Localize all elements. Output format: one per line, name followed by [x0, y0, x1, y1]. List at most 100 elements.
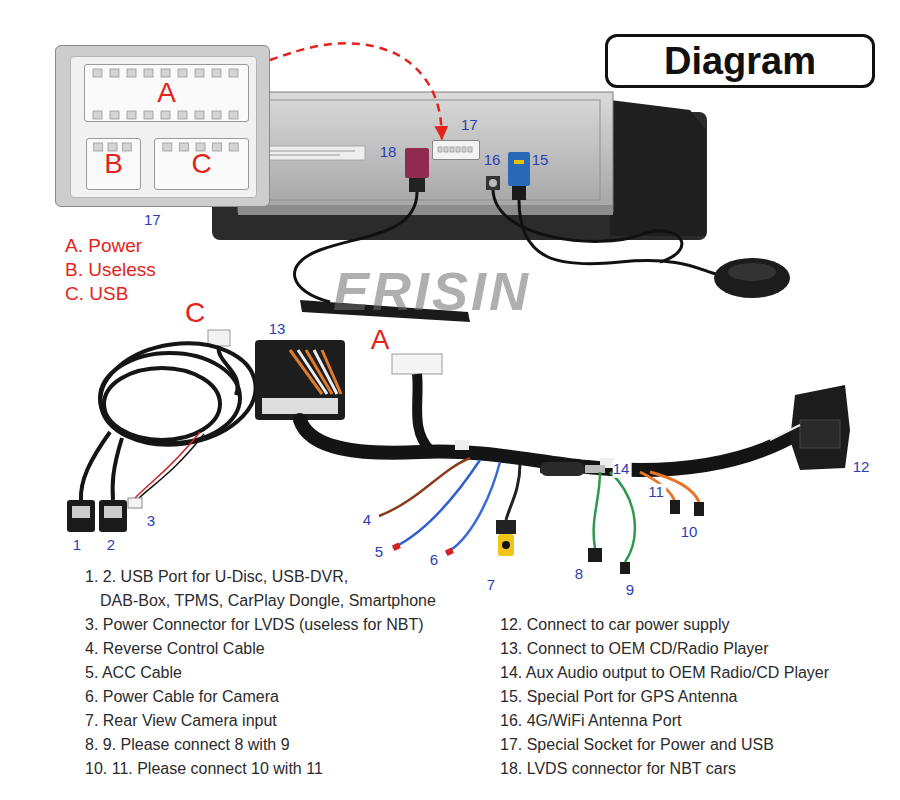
pin [456, 147, 460, 152]
pin [212, 69, 221, 77]
wire [770, 425, 800, 440]
pin [161, 69, 170, 77]
wire [379, 458, 470, 516]
socket-closeup: 17ABC [55, 45, 270, 207]
callout-number: 2 [107, 537, 117, 554]
socket: 17 [432, 140, 480, 160]
callout-number: 1 [73, 537, 83, 554]
part-letter: A [371, 325, 390, 356]
wire [139, 434, 204, 498]
part-letter: C [185, 298, 205, 329]
pin [438, 147, 442, 152]
description: 1. 2. USB Port for U-Disc, USB-DVR, DAB-… [85, 565, 450, 613]
car-connector [790, 385, 850, 470]
wire [610, 472, 635, 562]
callout-number: 9 [626, 582, 636, 599]
pin [127, 111, 136, 119]
callout-number: 17 [144, 212, 161, 229]
wire-tag [455, 440, 469, 450]
gps-plug [512, 186, 526, 200]
wifi-connector [486, 176, 500, 190]
car-connector-face [800, 420, 840, 448]
aux-jack [540, 462, 585, 476]
dashed-arrow [270, 43, 442, 140]
wire [594, 472, 600, 548]
pin [93, 111, 102, 119]
pin [178, 69, 187, 77]
usb-cable [67, 330, 262, 532]
housing-flange [238, 205, 613, 215]
gps-antenna [714, 258, 790, 298]
pin [93, 69, 102, 77]
lvds-power-connector [128, 498, 142, 508]
callout-number: 11 [648, 484, 666, 501]
usb-opening [104, 506, 122, 518]
socket-section: C [154, 138, 249, 190]
wire-connector [694, 502, 704, 516]
pin [161, 111, 170, 119]
pin [468, 147, 472, 152]
wire [135, 432, 200, 498]
pin [144, 69, 153, 77]
pin [229, 69, 238, 77]
gps-latch [514, 160, 524, 164]
usb-port [99, 500, 127, 532]
oem-connector-face [262, 398, 338, 414]
wire [81, 432, 110, 500]
pin [94, 143, 103, 151]
callout-number: 10 [681, 524, 700, 541]
wire [446, 462, 500, 553]
usb-opening [72, 506, 90, 518]
callout-number: 16 [484, 152, 501, 169]
wire-tip [392, 543, 401, 551]
housing-panel [250, 100, 600, 200]
description: 6. Power Cable for Camera [85, 685, 279, 709]
rca-plug [496, 520, 516, 534]
cable [519, 200, 716, 274]
wire [298, 350, 327, 394]
description: 17. Special Socket for Power and USB [500, 733, 774, 757]
gps-antenna-top [728, 263, 776, 281]
power-connector [392, 354, 442, 374]
sticker [255, 146, 365, 160]
socket-section: B [86, 138, 141, 190]
pin-row [433, 141, 477, 161]
wrap-spacer [385, 565, 450, 585]
pin [229, 143, 238, 151]
aux-tip [585, 465, 605, 473]
pin [450, 147, 454, 152]
callout-number: 17 [461, 117, 478, 134]
harness [255, 340, 850, 574]
lvds-connector [405, 148, 429, 178]
description: 5. ACC Cable [85, 661, 182, 685]
callout-number: 13 [269, 321, 288, 338]
section-letter: C [191, 150, 211, 178]
cable-coil [104, 368, 220, 440]
rca-plug [498, 534, 514, 556]
description: 7. Rear View Camera input [85, 709, 277, 733]
usb-connector [208, 330, 230, 346]
pin [444, 147, 448, 152]
description: 4. Reverse Control Cable [85, 637, 265, 661]
socket-section: A [84, 64, 249, 122]
section-letter: A [157, 79, 176, 107]
callout-number: 14 [613, 461, 632, 478]
watermark: ERISIN [333, 262, 531, 321]
callout-number: 5 [375, 544, 385, 561]
callout-number: 7 [487, 577, 497, 594]
cable-coil [94, 334, 262, 455]
pin [213, 143, 222, 151]
wire [322, 350, 341, 394]
description: 8. 9. Please connect 8 with 9 [85, 733, 290, 757]
wifi-nut [489, 179, 497, 187]
section-letter: B [104, 150, 123, 178]
pin [462, 147, 466, 152]
head-unit [212, 92, 707, 240]
wire [640, 472, 675, 502]
gps-connector [508, 152, 530, 186]
silver-housing [238, 92, 613, 212]
callout-number: 3 [147, 513, 157, 530]
rca-pin [502, 541, 510, 549]
wire [506, 464, 520, 520]
